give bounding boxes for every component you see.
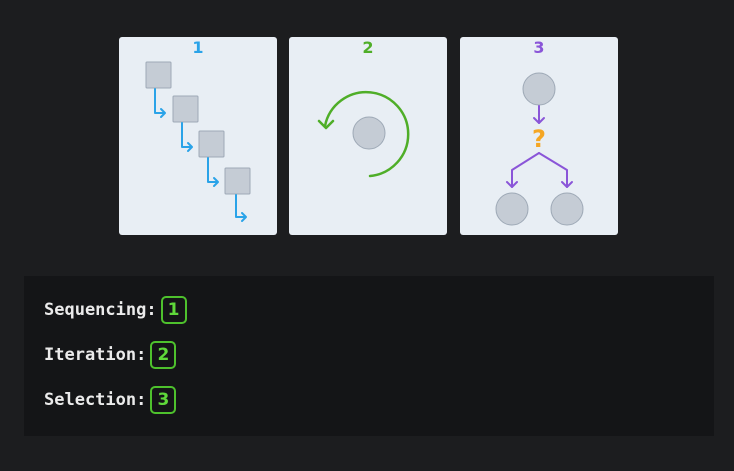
sequence-steps-icon [145, 61, 251, 222]
loop-arrow-icon [317, 90, 410, 178]
answer-row-selection: Selection: 3 [44, 386, 177, 414]
card-number: 2 [362, 38, 374, 57]
answer-badge[interactable]: 2 [150, 341, 177, 369]
answer-label: Selection: [44, 390, 147, 410]
answer-badge[interactable]: 3 [150, 386, 177, 414]
card-number: 1 [192, 38, 204, 57]
answer-row-sequencing: Sequencing: 1 [44, 296, 187, 324]
answer-row-iteration: Iteration: 2 [44, 341, 177, 369]
answer-badge[interactable]: 1 [160, 296, 187, 324]
answers-panel: Sequencing: 1 Iteration: 2 Selection: 3 [24, 276, 714, 436]
answer-label: Sequencing: [44, 300, 157, 320]
branch-decision-icon: ? [495, 72, 584, 226]
iteration-card: 2 [289, 37, 447, 235]
card-number: 3 [533, 38, 545, 57]
answer-label: Iteration: [44, 345, 147, 365]
selection-card: 3 ? [460, 37, 618, 235]
decision-symbol: ? [532, 125, 546, 153]
sequence-card: 1 [119, 37, 277, 235]
